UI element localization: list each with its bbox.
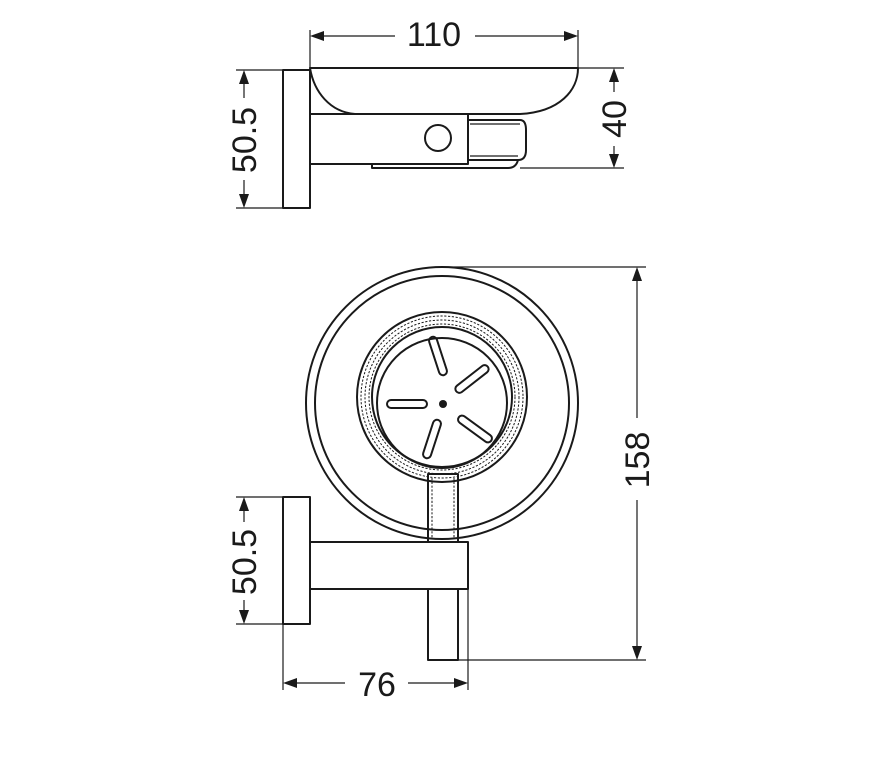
front-stem-lower — [427, 588, 459, 661]
front-arm — [309, 541, 469, 590]
dim-top-projection: 50.5 — [226, 69, 283, 209]
dim-front-projection-label: 50.5 — [226, 529, 264, 595]
drain-slot — [386, 399, 428, 409]
dim-top-height: 40 — [520, 67, 634, 169]
drain-slot — [428, 335, 448, 377]
side-arm — [309, 113, 469, 165]
side-wall-plate — [282, 69, 311, 209]
front-holder-ring-knurl-1 — [360, 315, 524, 479]
drain-slot — [457, 414, 493, 444]
front-holder-ring-outer — [356, 311, 528, 483]
side-basket-bottom — [371, 159, 519, 169]
front-holder-ring-knurl-2 — [364, 319, 520, 475]
dim-top-width-label: 110 — [407, 16, 461, 54]
front-drain-slots — [386, 335, 493, 460]
dim-front-height-label: 158 — [619, 432, 657, 489]
front-wall-plate — [282, 496, 311, 625]
dim-front-width-label: 76 — [358, 666, 396, 704]
front-view — [282, 266, 579, 661]
side-soap-dish — [309, 67, 579, 115]
dim-top-projection-label: 50.5 — [226, 107, 264, 173]
front-basket — [376, 337, 508, 469]
dim-front-height: 158 — [442, 266, 657, 661]
side-screw — [424, 124, 452, 152]
drain-center-hole — [439, 400, 447, 408]
side-holder-ring — [467, 119, 527, 161]
dim-top-height-label: 40 — [596, 100, 634, 138]
front-dish-rim — [314, 275, 570, 531]
dim-front-projection: 50.5 — [226, 496, 283, 625]
drain-slot — [422, 418, 442, 460]
dim-front-width: 76 — [282, 589, 469, 704]
drain-slot — [454, 364, 490, 394]
side-view — [282, 67, 579, 209]
front-holder-ring-knurl-3 — [368, 323, 516, 471]
dim-top-width: 110 — [309, 16, 579, 68]
